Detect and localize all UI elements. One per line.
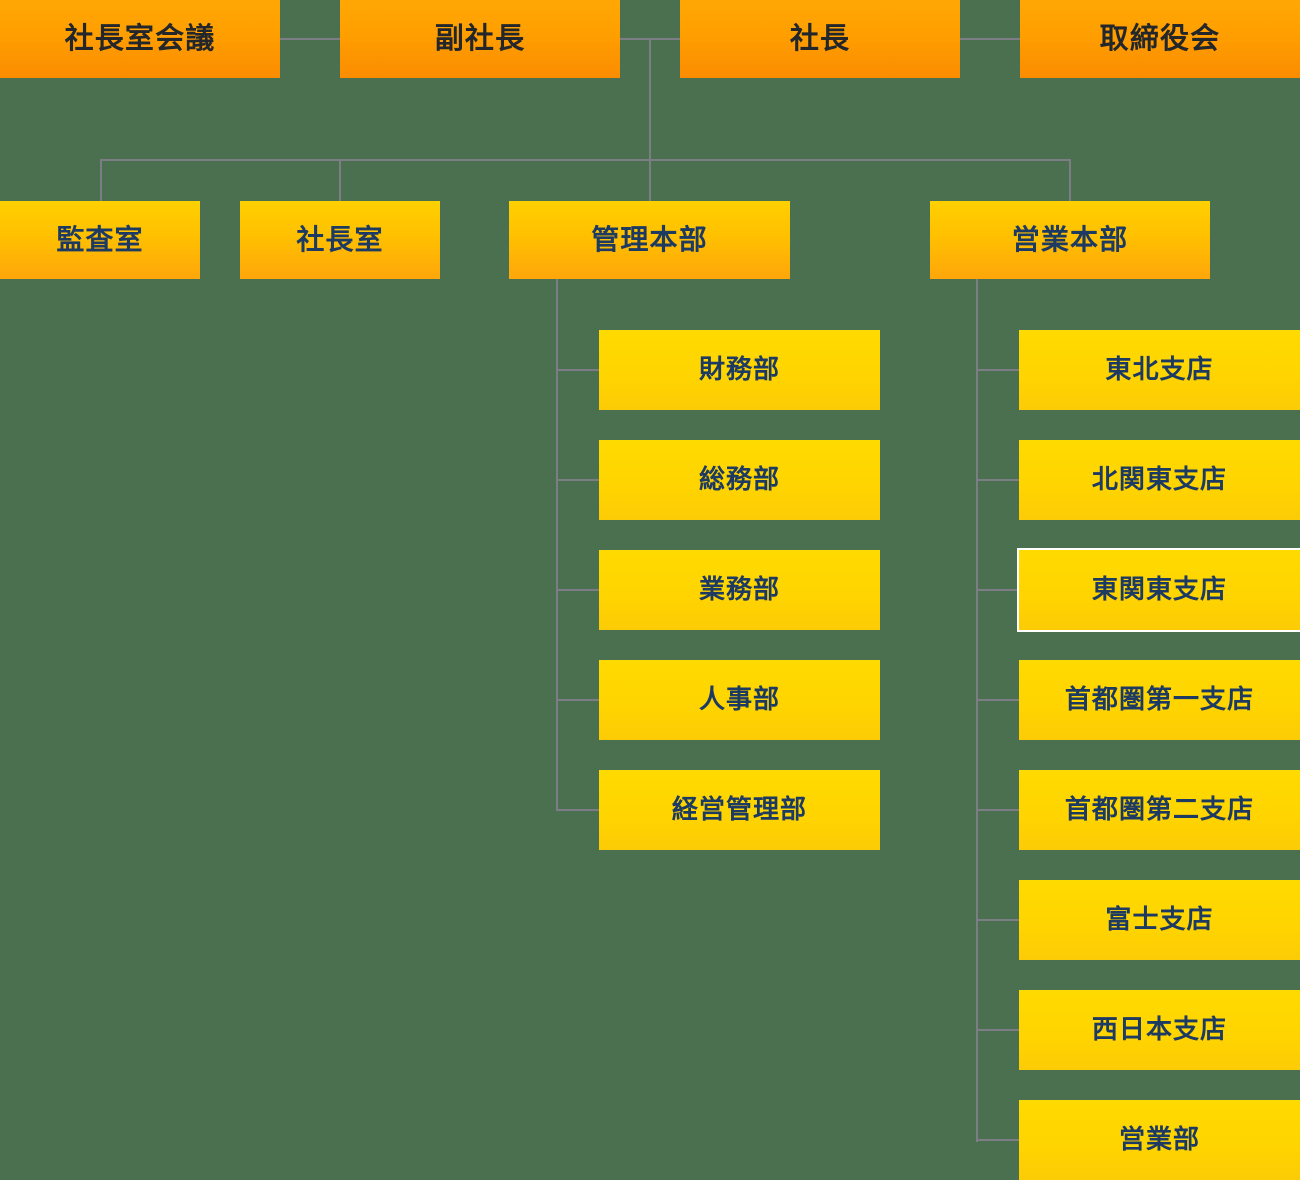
- connector-eigyo-branch-5: [976, 809, 1020, 811]
- node-label: 営業本部: [1011, 222, 1129, 256]
- node-tohoku-shiten[interactable]: 東北支店: [1019, 330, 1300, 410]
- node-shachoshitsu[interactable]: 社長室: [240, 201, 440, 279]
- node-torishimariyakukai[interactable]: 取締役会: [1020, 0, 1300, 78]
- node-label: 営業部: [1118, 1124, 1201, 1155]
- connector-eigyo-branch-6: [976, 919, 1020, 921]
- node-label: 西日本支店: [1091, 1014, 1228, 1045]
- node-eigyo-honbu[interactable]: 営業本部: [930, 201, 1210, 279]
- connector-kanri-branch-4: [556, 699, 600, 701]
- node-gyomubu[interactable]: 業務部: [599, 550, 880, 630]
- connector-kanri-branch-5: [556, 809, 600, 811]
- node-label: 社長室: [296, 222, 384, 256]
- node-nishinihon-shiten[interactable]: 西日本支店: [1019, 990, 1300, 1070]
- connector-eigyo-branch-3: [976, 589, 1020, 591]
- connector-kanri-branch-2: [556, 479, 600, 481]
- node-zaimubu[interactable]: 財務部: [599, 330, 880, 410]
- node-jinjibu[interactable]: 人事部: [599, 660, 880, 740]
- connector-drop-eigyohonbu: [1069, 159, 1071, 202]
- node-fuku-shacho[interactable]: 副社長: [340, 0, 620, 78]
- node-label: 経営管理部: [671, 794, 808, 825]
- connector-eigyo-branch-4: [976, 699, 1020, 701]
- node-label: 首都圏第二支店: [1064, 794, 1255, 825]
- connector-eigyo-spine: [976, 279, 978, 1142]
- connector-drop-kansashitsu: [100, 159, 102, 202]
- connector-eigyo-branch-1: [976, 369, 1020, 371]
- connector-kanri-branch-3: [556, 589, 600, 591]
- node-eigyobu[interactable]: 営業部: [1019, 1100, 1300, 1180]
- node-label: 管理本部: [591, 222, 708, 256]
- node-shutoken-daiichi-shiten[interactable]: 首都圏第一支店: [1019, 660, 1300, 740]
- node-higashikanto-shiten[interactable]: 東関東支店: [1019, 550, 1300, 630]
- connector-eigyo-branch-8: [976, 1139, 1020, 1141]
- connector-eigyo-branch-7: [976, 1029, 1020, 1031]
- node-kanri-honbu[interactable]: 管理本部: [509, 201, 790, 279]
- node-somubu[interactable]: 総務部: [599, 440, 880, 520]
- node-label: 業務部: [698, 574, 781, 605]
- node-label: 首都圏第一支店: [1064, 684, 1255, 715]
- connector-level2-bus: [100, 159, 1071, 161]
- node-label: 社長室会議: [64, 21, 216, 56]
- connector-top-3: [960, 38, 1020, 40]
- node-label: 富士支店: [1105, 904, 1214, 935]
- node-label: 取締役会: [1099, 21, 1221, 56]
- node-kansashitsu[interactable]: 監査室: [0, 201, 200, 279]
- connector-kanri-spine: [556, 279, 558, 811]
- node-shutoken-daini-shiten[interactable]: 首都圏第二支店: [1019, 770, 1300, 850]
- node-fuji-shiten[interactable]: 富士支店: [1019, 880, 1300, 960]
- node-label: 監査室: [56, 222, 144, 256]
- connector-top-1: [280, 38, 340, 40]
- node-label: 北関東支店: [1091, 464, 1228, 495]
- node-keiei-kanribu[interactable]: 経営管理部: [599, 770, 880, 850]
- node-label: 人事部: [698, 684, 781, 715]
- node-label: 社長: [789, 21, 851, 56]
- connector-eigyo-branch-2: [976, 479, 1020, 481]
- connector-drop-kanrihonbu: [649, 159, 651, 202]
- node-shachoshitsu-kaigi[interactable]: 社長室会議: [0, 0, 280, 78]
- node-label: 副社長: [434, 21, 526, 56]
- node-label: 財務部: [698, 354, 781, 385]
- node-label: 総務部: [698, 464, 781, 495]
- node-label: 東関東支店: [1091, 574, 1228, 605]
- node-kitakanto-shiten[interactable]: 北関東支店: [1019, 440, 1300, 520]
- connector-president-drop: [649, 38, 651, 162]
- node-label: 東北支店: [1105, 354, 1214, 385]
- node-shacho[interactable]: 社長: [680, 0, 960, 78]
- connector-kanri-branch-1: [556, 369, 600, 371]
- connector-drop-shachoshitsu: [339, 159, 341, 202]
